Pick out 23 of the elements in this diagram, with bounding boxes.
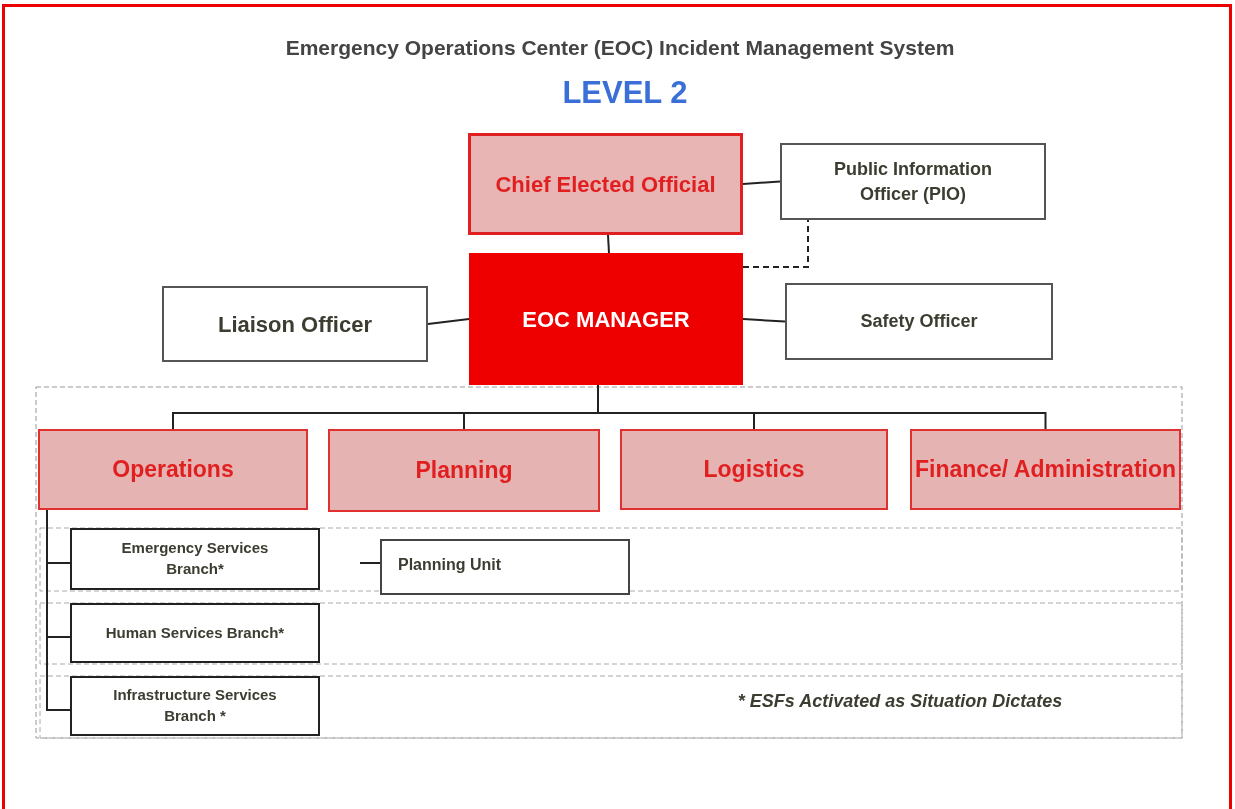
connector-line [46,509,71,711]
branch-box: Infrastructure Services Branch * [70,676,320,736]
connector-line [742,180,781,185]
section-box: Finance/ Administration [910,429,1181,510]
section-box: Planning [328,429,600,512]
connector-line [742,219,809,268]
officer-box: Safety Officer [785,283,1053,360]
connector-line [742,318,786,323]
level-heading: LEVEL 2 [561,74,689,112]
footnote: * ESFs Activated as Situation Dictates [736,690,1064,713]
section-box: Operations [38,429,308,510]
section-box: Logistics [620,429,888,510]
branch-box: Human Services Branch* [70,603,320,663]
connector-line [607,234,610,254]
officer-box: Liaison Officer [162,286,428,362]
officer-box: Public Information Officer (PIO) [780,143,1046,220]
manager-box: EOC MANAGER [469,253,743,385]
official-box: Chief Elected Official [468,133,743,235]
branch-box: Emergency Services Branch* [70,528,320,590]
diagram-title: Emergency Operations Center (EOC) Incident Management System [284,35,956,61]
unit-box: Planning Unit [380,539,630,595]
connector-line [359,562,381,564]
connector-line [427,318,470,325]
